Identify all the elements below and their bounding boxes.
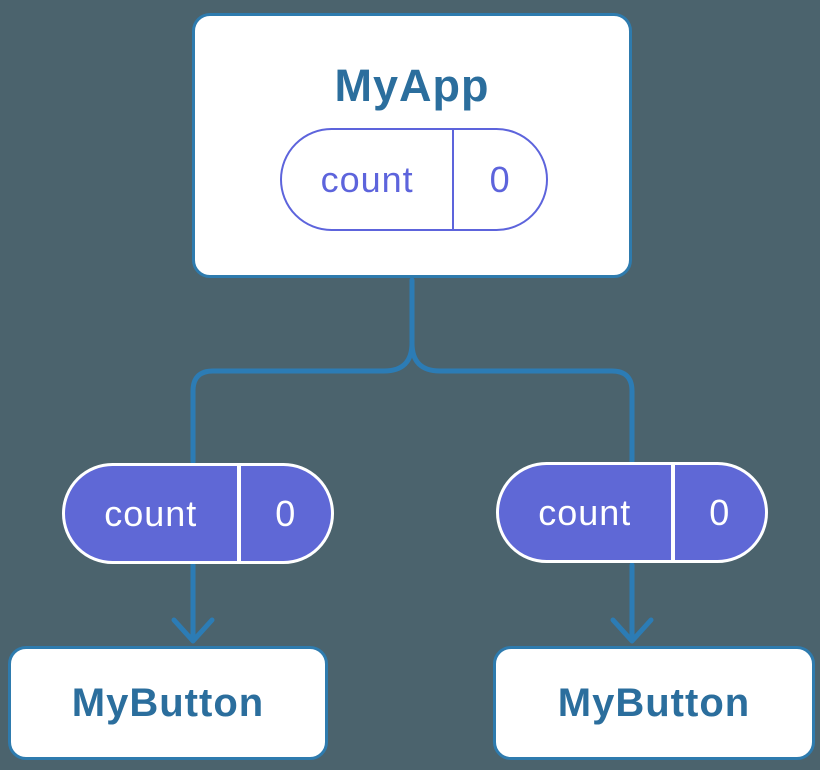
state-pill: count 0 bbox=[280, 128, 548, 231]
prop-pill-left: count 0 bbox=[62, 463, 334, 564]
arrow-right-head-icon bbox=[610, 617, 654, 644]
node-mybutton-right-title: MyButton bbox=[557, 680, 751, 725]
prop-pill-right-name: count bbox=[499, 465, 675, 560]
state-pill-value: 0 bbox=[489, 158, 511, 200]
branch-left-edge bbox=[190, 340, 415, 465]
node-mybutton-left-title: MyButton bbox=[71, 680, 265, 725]
prop-pill-left-name: count bbox=[65, 466, 241, 561]
node-mybutton-left: MyButton bbox=[8, 646, 328, 760]
prop-pill-left-value: 0 bbox=[275, 492, 297, 534]
prop-pill-right: count 0 bbox=[496, 462, 768, 563]
node-myapp: MyApp count 0 bbox=[192, 13, 632, 278]
branch-right-edge bbox=[409, 340, 635, 464]
prop-pill-right-value: 0 bbox=[709, 491, 731, 533]
arrow-left-head-icon bbox=[171, 617, 215, 644]
node-myapp-title: MyApp bbox=[334, 60, 490, 111]
node-mybutton-right: MyButton bbox=[493, 646, 815, 760]
state-pill-name: count bbox=[282, 130, 455, 229]
